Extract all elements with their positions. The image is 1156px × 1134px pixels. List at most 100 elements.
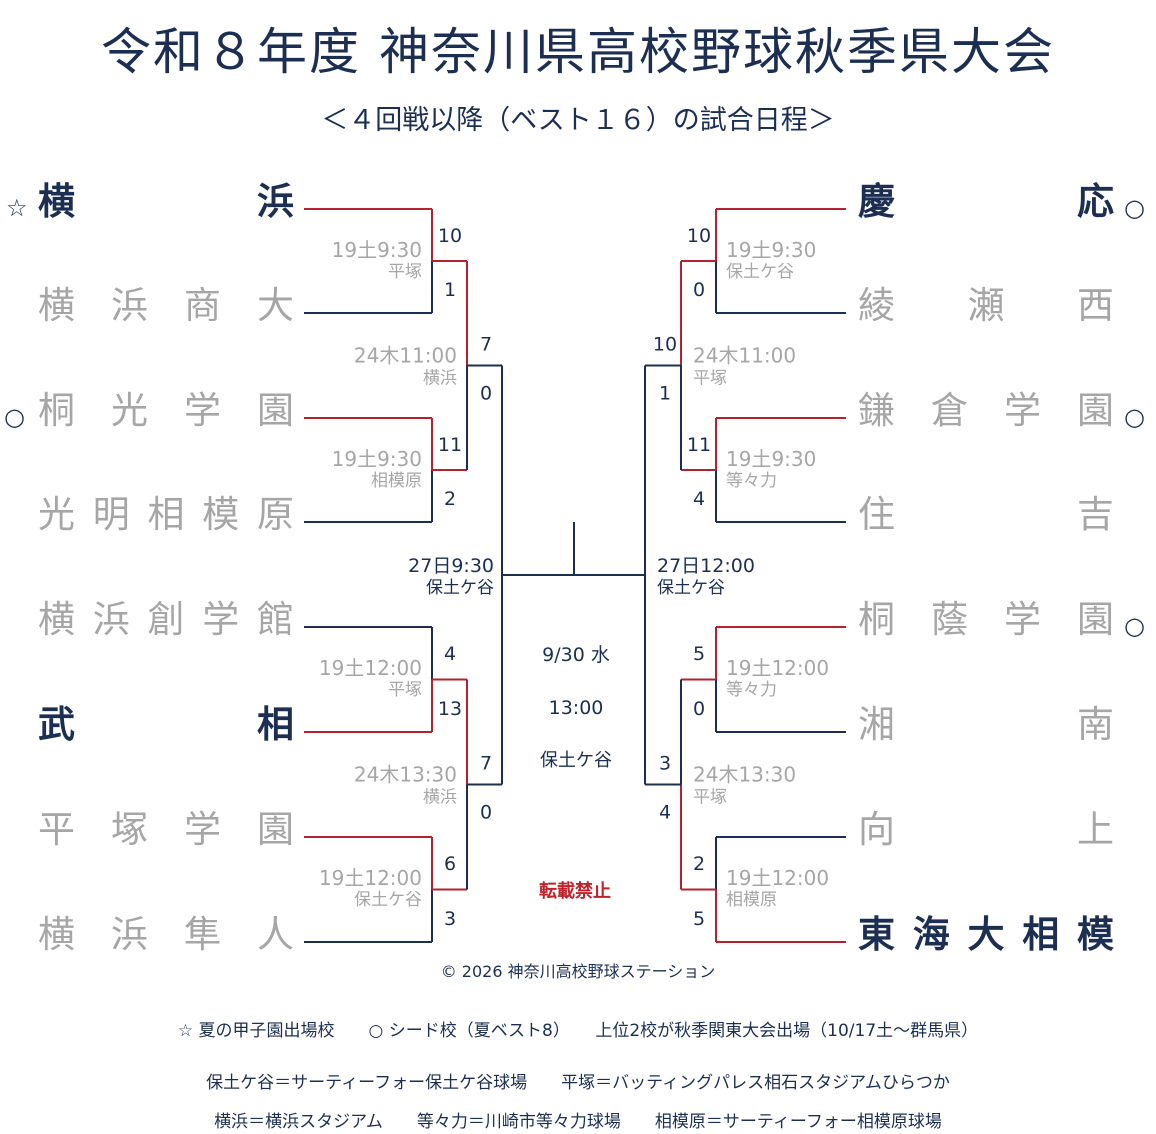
legend-line-2: 保土ケ谷＝サーティーフォー保土ケ谷球場 平塚＝バッティングパレス相石スタジアムひ… xyxy=(206,1073,950,1093)
left-team-4: 横浜創学館 xyxy=(38,595,294,645)
right-semi-venue: 保土ケ谷 xyxy=(657,578,725,598)
right-r1-match-2-score-top: 5 xyxy=(693,643,705,665)
right-r1-match-3-score-bottom: 5 xyxy=(693,908,705,930)
right-r1-match-1-venue: 等々力 xyxy=(726,471,777,491)
right-r2-match-1-score-bottom: 4 xyxy=(659,802,671,824)
left-team-0-star-mark: ☆ xyxy=(6,194,28,222)
left-r1-match-1-time: 19土9:30 xyxy=(332,447,422,471)
left-r1-match-3-venue: 保土ケ谷 xyxy=(354,890,422,910)
left-r2-match-0-score-top: 7 xyxy=(480,334,492,356)
left-team-6-char-2: 学 xyxy=(184,808,221,851)
right-r1-match-1-time: 19土9:30 xyxy=(726,447,816,471)
right-team-7-char-0: 東 xyxy=(858,913,895,956)
final-venue: 保土ケ谷 xyxy=(540,750,612,771)
right-r2-match-0-venue: 平塚 xyxy=(693,369,727,389)
right-team-4: 桐蔭学園 xyxy=(858,595,1114,645)
left-team-5-char-0: 武 xyxy=(38,703,75,746)
left-semi-venue: 保土ケ谷 xyxy=(426,578,494,598)
right-team-1-char-0: 綾 xyxy=(858,284,895,327)
left-r2-match-1-time: 24木13:30 xyxy=(354,763,457,787)
left-team-0: 横浜 xyxy=(38,177,294,227)
right-team-4-char-3: 園 xyxy=(1077,598,1114,641)
right-r1-match-3-venue: 相模原 xyxy=(726,890,777,910)
left-team-6: 平塚学園 xyxy=(38,805,294,855)
page-title: 令和８年度 神奈川県高校野球秋季県大会 xyxy=(101,23,1055,81)
right-r2-match-0-time: 24木11:00 xyxy=(693,344,796,368)
left-r1-match-2-score-bottom: 13 xyxy=(438,698,462,720)
final-time: 13:00 xyxy=(549,697,604,719)
right-team-4-circle-mark: ○ xyxy=(1124,612,1145,640)
left-r1-match-1-score-top: 11 xyxy=(438,434,462,456)
right-r1-match-3-time: 19土12:00 xyxy=(726,866,829,890)
left-team-1-char-1: 浜 xyxy=(111,284,148,327)
left-r2-match-0-score-bottom: 0 xyxy=(480,383,492,405)
right-r1-match-1-score-top: 11 xyxy=(687,434,711,456)
left-team-3: 光明相模原 xyxy=(38,490,294,540)
right-team-0-char-1: 応 xyxy=(1077,180,1114,223)
right-team-4-char-2: 学 xyxy=(1004,598,1041,641)
right-r1-match-2-time: 19土12:00 xyxy=(726,656,829,680)
left-r1-match-3-score-bottom: 3 xyxy=(444,908,456,930)
right-r1-match-0-score-bottom: 0 xyxy=(693,279,705,301)
right-team-0-char-0: 慶 xyxy=(858,180,895,223)
right-team-2-char-3: 園 xyxy=(1077,389,1114,432)
left-team-4-char-0: 横 xyxy=(38,598,75,641)
right-team-1: 綾瀬西 xyxy=(858,281,1114,331)
left-team-1-char-3: 大 xyxy=(257,284,294,327)
left-team-5: 武相 xyxy=(38,700,294,750)
right-team-5: 湘南 xyxy=(858,700,1114,750)
left-team-4-char-3: 学 xyxy=(202,598,240,641)
left-team-3-char-4: 原 xyxy=(257,493,294,536)
left-team-1: 横浜商大 xyxy=(38,281,294,331)
right-r1-match-0-time: 19土9:30 xyxy=(726,238,816,262)
left-r1-match-3-time: 19土12:00 xyxy=(319,866,422,890)
left-team-2-char-1: 光 xyxy=(111,389,148,432)
right-r1-match-1-score-bottom: 4 xyxy=(693,488,705,510)
legend-line-1: ☆ 夏の甲子園出場校 ○ シード校（夏ベスト8） 上位2校が秋季関東大会出場（1… xyxy=(177,1021,979,1041)
left-r1-match-2-score-top: 4 xyxy=(444,643,456,665)
right-team-2-char-0: 鎌 xyxy=(858,389,895,432)
left-team-1-char-2: 商 xyxy=(184,284,221,327)
left-r2-match-1-venue: 横浜 xyxy=(423,788,457,808)
right-r1-match-0-score-top: 10 xyxy=(687,225,711,247)
left-team-7-char-1: 浜 xyxy=(111,913,148,956)
left-team-4-char-1: 浜 xyxy=(92,598,130,641)
left-r1-match-0-venue: 平塚 xyxy=(388,262,422,282)
right-team-7-char-1: 海 xyxy=(912,913,950,956)
left-team-2-char-3: 園 xyxy=(257,389,294,432)
left-team-1-char-0: 横 xyxy=(38,284,75,327)
left-r2-match-0-venue: 横浜 xyxy=(423,369,457,389)
left-team-7-char-2: 隼 xyxy=(184,913,221,956)
left-team-6-char-3: 園 xyxy=(257,808,294,851)
left-team-7-char-3: 人 xyxy=(257,913,294,956)
left-team-7-char-0: 横 xyxy=(38,913,75,956)
left-r2-match-1-score-bottom: 0 xyxy=(480,802,492,824)
left-team-2: 桐光学園 xyxy=(38,386,294,436)
right-team-7-char-4: 模 xyxy=(1077,913,1114,956)
left-team-4-char-2: 創 xyxy=(147,598,185,641)
left-r1-match-0-time: 19土9:30 xyxy=(332,238,422,262)
left-team-6-char-1: 塚 xyxy=(111,808,148,851)
right-team-6: 向上 xyxy=(858,805,1114,855)
left-team-4-char-4: 館 xyxy=(257,598,294,641)
left-team-3-char-1: 明 xyxy=(92,493,130,536)
left-team-2-char-2: 学 xyxy=(184,389,221,432)
left-team-2-char-0: 桐 xyxy=(38,389,75,432)
right-r2-match-1-score-top: 3 xyxy=(659,753,671,775)
right-team-4-char-1: 蔭 xyxy=(931,598,968,641)
right-team-6-char-0: 向 xyxy=(858,808,895,851)
right-team-5-char-1: 南 xyxy=(1077,703,1114,746)
right-team-3-char-1: 吉 xyxy=(1077,493,1114,536)
right-team-2-char-1: 倉 xyxy=(931,389,968,432)
right-r1-match-3-score-top: 2 xyxy=(693,853,705,875)
left-r1-match-3-score-top: 6 xyxy=(444,853,456,875)
left-r1-match-2-venue: 平塚 xyxy=(388,680,422,700)
right-team-2-circle-mark: ○ xyxy=(1124,403,1145,431)
left-team-3-char-3: 模 xyxy=(202,493,240,536)
right-r1-match-2-venue: 等々力 xyxy=(726,680,777,700)
copyright: © 2026 神奈川高校野球ステーション xyxy=(440,962,716,981)
left-team-2-circle-mark: ○ xyxy=(4,403,25,431)
right-team-1-char-1: 瀬 xyxy=(967,284,1005,327)
left-team-5-char-1: 相 xyxy=(257,703,294,746)
